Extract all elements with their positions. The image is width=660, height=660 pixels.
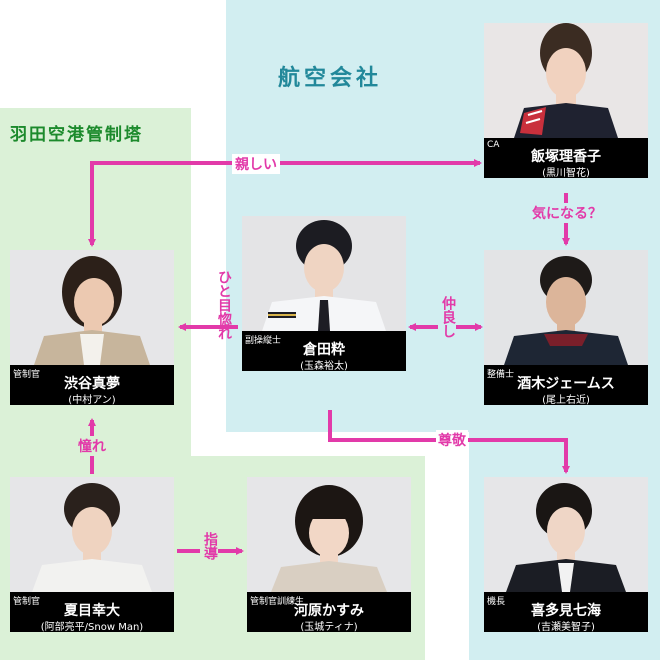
role-controller: 管制官 <box>13 370 41 380</box>
name-trainee: 河原かすみ <box>294 603 364 619</box>
role-mechanic: 整備士 <box>487 370 515 380</box>
card-ca[interactable]: CA 飯塚理香子 (黒川智花) <box>484 23 648 179</box>
actor-natsume: (阿部亮平/Snow Man) <box>40 622 144 633</box>
arrow-close <box>88 159 482 247</box>
portrait-natsume <box>10 477 174 592</box>
tower-group-title: 羽田空港管制塔 <box>10 125 143 145</box>
portrait-ca <box>484 23 648 138</box>
caption-natsume: 管制官 夏目幸大 (阿部亮平/Snow Man) <box>10 592 174 633</box>
caption-trainee: 管制官訓練生 河原かすみ (玉城ティナ) <box>247 592 411 633</box>
portrait-captain <box>484 477 648 592</box>
airline-group-title: 航空会社 <box>278 66 383 91</box>
portrait-controller <box>10 250 174 365</box>
portrait-copilot <box>242 216 406 331</box>
caption-controller: 管制官 渋谷真夢 (中村アン) <box>10 365 174 406</box>
card-mechanic[interactable]: 整備士 酒木ジェームス (尾上右近) <box>484 250 648 406</box>
label-friendly: 仲良し <box>438 296 456 338</box>
role-copilot: 副操縦士 <box>245 336 282 346</box>
label-respect: 尊敬 <box>436 430 468 450</box>
label-love-at-first: ひと目惚れ <box>216 270 232 340</box>
actor-trainee: (玉城ティナ) <box>300 622 358 633</box>
role-ca: CA <box>487 140 500 150</box>
label-mentor: 指導 <box>200 532 218 560</box>
card-trainee[interactable]: 管制官訓練生 河原かすみ (玉城ティナ) <box>247 477 411 633</box>
actor-copilot: (玉森裕太) <box>300 361 348 372</box>
name-mechanic: 酒木ジェームス <box>517 376 615 392</box>
caption-mechanic: 整備士 酒木ジェームス (尾上右近) <box>484 365 648 406</box>
label-close: 親しい <box>232 154 280 174</box>
actor-ca: (黒川智花) <box>542 168 590 179</box>
card-captain[interactable]: 機長 喜多見七海 (吉瀬美智子) <box>484 477 648 633</box>
card-copilot[interactable]: 副操縦士 倉田粋 (玉森裕太) <box>242 216 406 372</box>
label-curious: 気になる？ <box>530 203 604 223</box>
label-admire: 憧れ <box>76 436 108 456</box>
role-natsume: 管制官 <box>13 597 41 607</box>
portrait-mechanic <box>484 250 648 365</box>
role-captain: 機長 <box>487 597 506 607</box>
card-natsume[interactable]: 管制官 夏目幸大 (阿部亮平/Snow Man) <box>10 477 174 633</box>
name-captain: 喜多見七海 <box>531 603 601 619</box>
actor-mechanic: (尾上右近) <box>542 395 590 406</box>
caption-captain: 機長 喜多見七海 (吉瀬美智子) <box>484 592 648 633</box>
actor-controller: (中村アン) <box>68 395 116 406</box>
name-copilot: 倉田粋 <box>303 342 345 358</box>
name-ca: 飯塚理香子 <box>531 149 601 165</box>
name-natsume: 夏目幸大 <box>64 603 120 619</box>
role-trainee: 管制官訓練生 <box>250 597 305 607</box>
name-controller: 渋谷真夢 <box>64 376 120 392</box>
portrait-trainee <box>247 477 411 592</box>
caption-ca: CA 飯塚理香子 (黒川智花) <box>484 138 648 179</box>
actor-captain: (吉瀬美智子) <box>537 622 595 633</box>
card-controller[interactable]: 管制官 渋谷真夢 (中村アン) <box>10 250 174 406</box>
caption-copilot: 副操縦士 倉田粋 (玉森裕太) <box>242 331 406 372</box>
